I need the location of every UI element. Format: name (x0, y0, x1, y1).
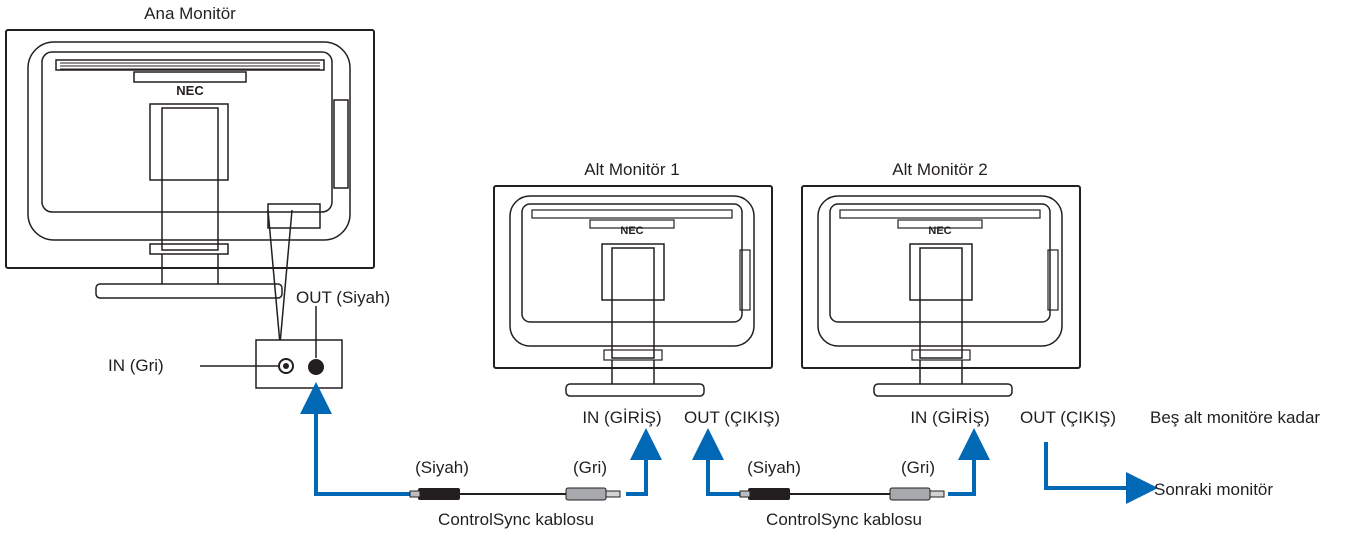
main-in-label: IN (Gri) (108, 356, 164, 375)
connection-arrow-sub2-out (1044, 442, 1158, 504)
cable-1-black-label: (Siyah) (415, 458, 469, 477)
plug-black-2 (748, 488, 790, 500)
controlsync-cable-1 (409, 487, 621, 501)
plug-gray-1 (565, 487, 607, 501)
sub-monitor-1-logo: NEC (620, 225, 643, 237)
main-monitor-logo: NEC (176, 83, 204, 98)
sub1-out-label: OUT (ÇIKIŞ) (683, 408, 781, 427)
main-monitor-title: Ana Monitör (144, 4, 236, 23)
sub-monitor-2 (801, 185, 1081, 397)
sub-monitor-1-title: Alt Monitör 1 (584, 160, 680, 179)
vent-grille (60, 62, 320, 70)
cable-2-black-label: (Siyah) (747, 458, 801, 477)
connection-arrow-sub2-in (948, 428, 990, 496)
sub-monitor-1 (493, 185, 773, 397)
out-port-black (308, 359, 324, 375)
main-monitor (5, 29, 375, 299)
next-monitor-label: Sonraki monitör (1154, 480, 1274, 499)
controlsync-cable-2 (739, 487, 945, 501)
callout-bracket (267, 209, 293, 345)
sub-monitor-2-logo: NEC (928, 225, 951, 237)
connection-arrow-main-out (300, 382, 410, 496)
sub2-in-label: IN (GİRİŞ) (910, 408, 990, 427)
connection-arrow-sub1-in (626, 428, 662, 496)
cable-1-gray-label: (Gri) (573, 458, 607, 477)
limit-note: Beş alt monitöre kadar (1150, 408, 1321, 427)
sub2-out-label: OUT (ÇIKIŞ) (1019, 408, 1117, 427)
connection-arrow-sub1-out (692, 428, 740, 496)
sub1-in-label: IN (GİRİŞ) (582, 408, 662, 427)
sub-monitor-2-title: Alt Monitör 2 (892, 160, 988, 179)
plug-gray-2 (889, 487, 931, 501)
port-panel (255, 339, 343, 389)
cable-1-label: ControlSync kablosu (438, 510, 594, 529)
cable-2-label: ControlSync kablosu (766, 510, 922, 529)
main-out-label: OUT (Siyah) (296, 288, 391, 307)
plug-black-1 (418, 488, 460, 500)
cable-2-gray-label: (Gri) (901, 458, 935, 477)
